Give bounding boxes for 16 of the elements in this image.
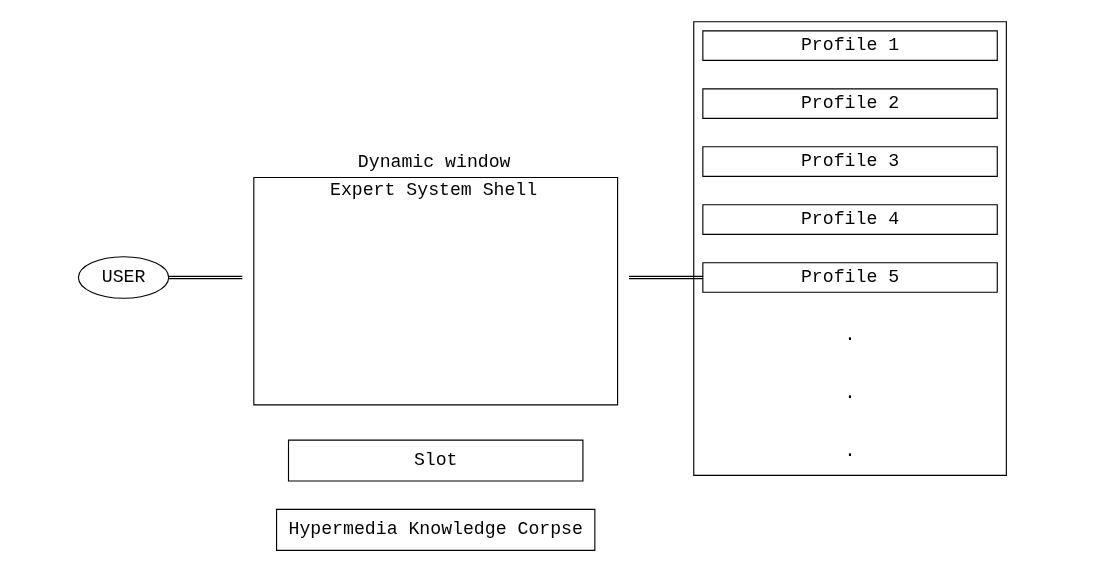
node-box: Hypermedia Knowledge Corpse (276, 508, 596, 551)
node-box: Profile 4 (702, 204, 998, 235)
label: . (844, 382, 856, 403)
node-box: Expert System Shell (253, 176, 619, 406)
node-box: Profile 3 (702, 146, 998, 177)
node-box: Profile 2 (702, 88, 998, 119)
connector (628, 275, 704, 280)
connector (168, 275, 243, 280)
node-box: Slot (287, 439, 584, 482)
cluster (693, 21, 1007, 476)
node-ellipse: USER (77, 256, 170, 299)
node-box: Profile 1 (702, 30, 998, 61)
node-box: Profile 5 (702, 262, 998, 293)
label: . (844, 324, 856, 345)
node-label: Dynamic window (357, 152, 511, 173)
label: . (844, 440, 856, 461)
